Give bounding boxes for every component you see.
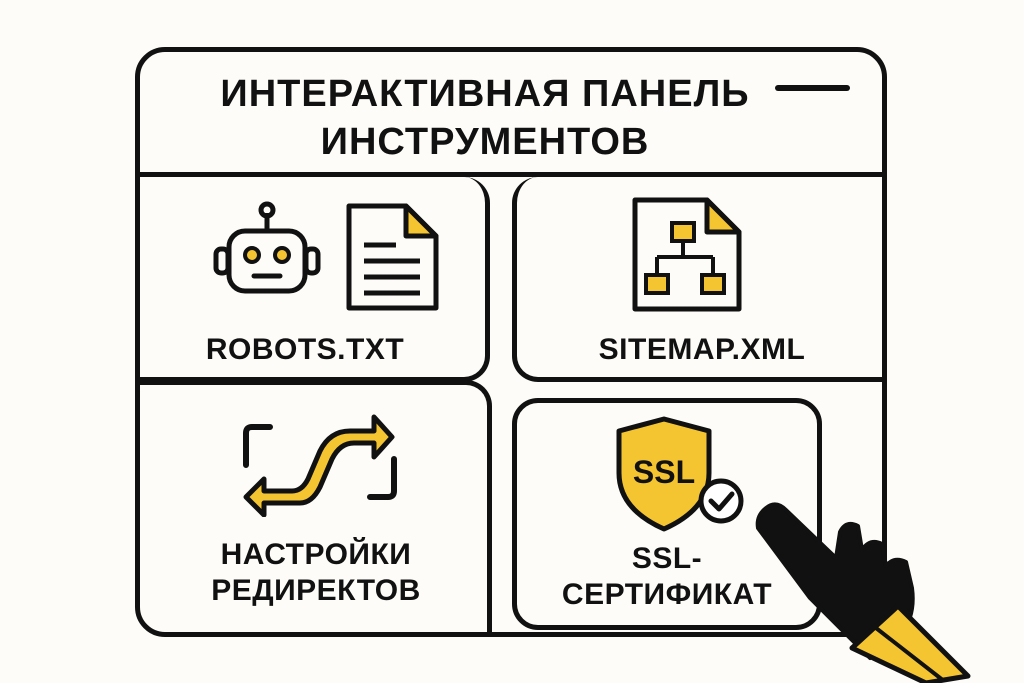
title-line-1: ИНТЕРАКТИВНАЯ ПАНЕЛЬ	[220, 73, 750, 115]
tile-ssl-certificate[interactable]: SSL SSL- СЕРТИФИКАТ	[512, 398, 822, 630]
page-title: ИНТЕРАКТИВНАЯ ПАНЕЛЬ ИНСТРУМЕНТОВ	[160, 70, 810, 166]
ssl-badge-text: SSL	[633, 454, 695, 490]
dashboard-panel	[135, 47, 887, 637]
header-divider	[140, 172, 882, 177]
pointing-hand-icon	[748, 498, 1018, 683]
tile-robots-txt[interactable]: ROBOTS.TXT	[140, 177, 490, 382]
tile-redirects[interactable]: НАСТРОЙКИ РЕДИРЕКТОВ	[140, 380, 492, 632]
tile-label-line-2: СЕРТИФИКАТ	[561, 578, 773, 611]
tile-label-line-2: РЕДИРЕКТОВ	[211, 574, 421, 607]
menu-line-icon[interactable]	[775, 85, 850, 91]
tile-label: НАСТРОЙКИ РЕДИРЕКТОВ	[140, 537, 492, 609]
check-badge-icon	[698, 478, 744, 524]
tile-label: SSL- СЕРТИФИКАТ	[517, 541, 817, 613]
ssl-shield-icon: SSL	[609, 411, 759, 536]
robot-icon	[212, 199, 332, 299]
tile-label: ROBOTS.TXT	[205, 333, 405, 366]
tile-label: SITEMAP.XML	[598, 333, 806, 366]
redirect-arrows-icon	[240, 407, 400, 517]
title-line-2: ИНСТРУМЕНТОВ	[320, 121, 650, 163]
tile-label-line-1: НАСТРОЙКИ	[220, 538, 412, 571]
tile-sitemap-xml[interactable]: SITEMAP.XML	[512, 177, 882, 382]
document-icon	[344, 201, 442, 313]
sitemap-file-icon	[627, 195, 747, 315]
tile-label-line-1: SSL-	[631, 542, 703, 575]
